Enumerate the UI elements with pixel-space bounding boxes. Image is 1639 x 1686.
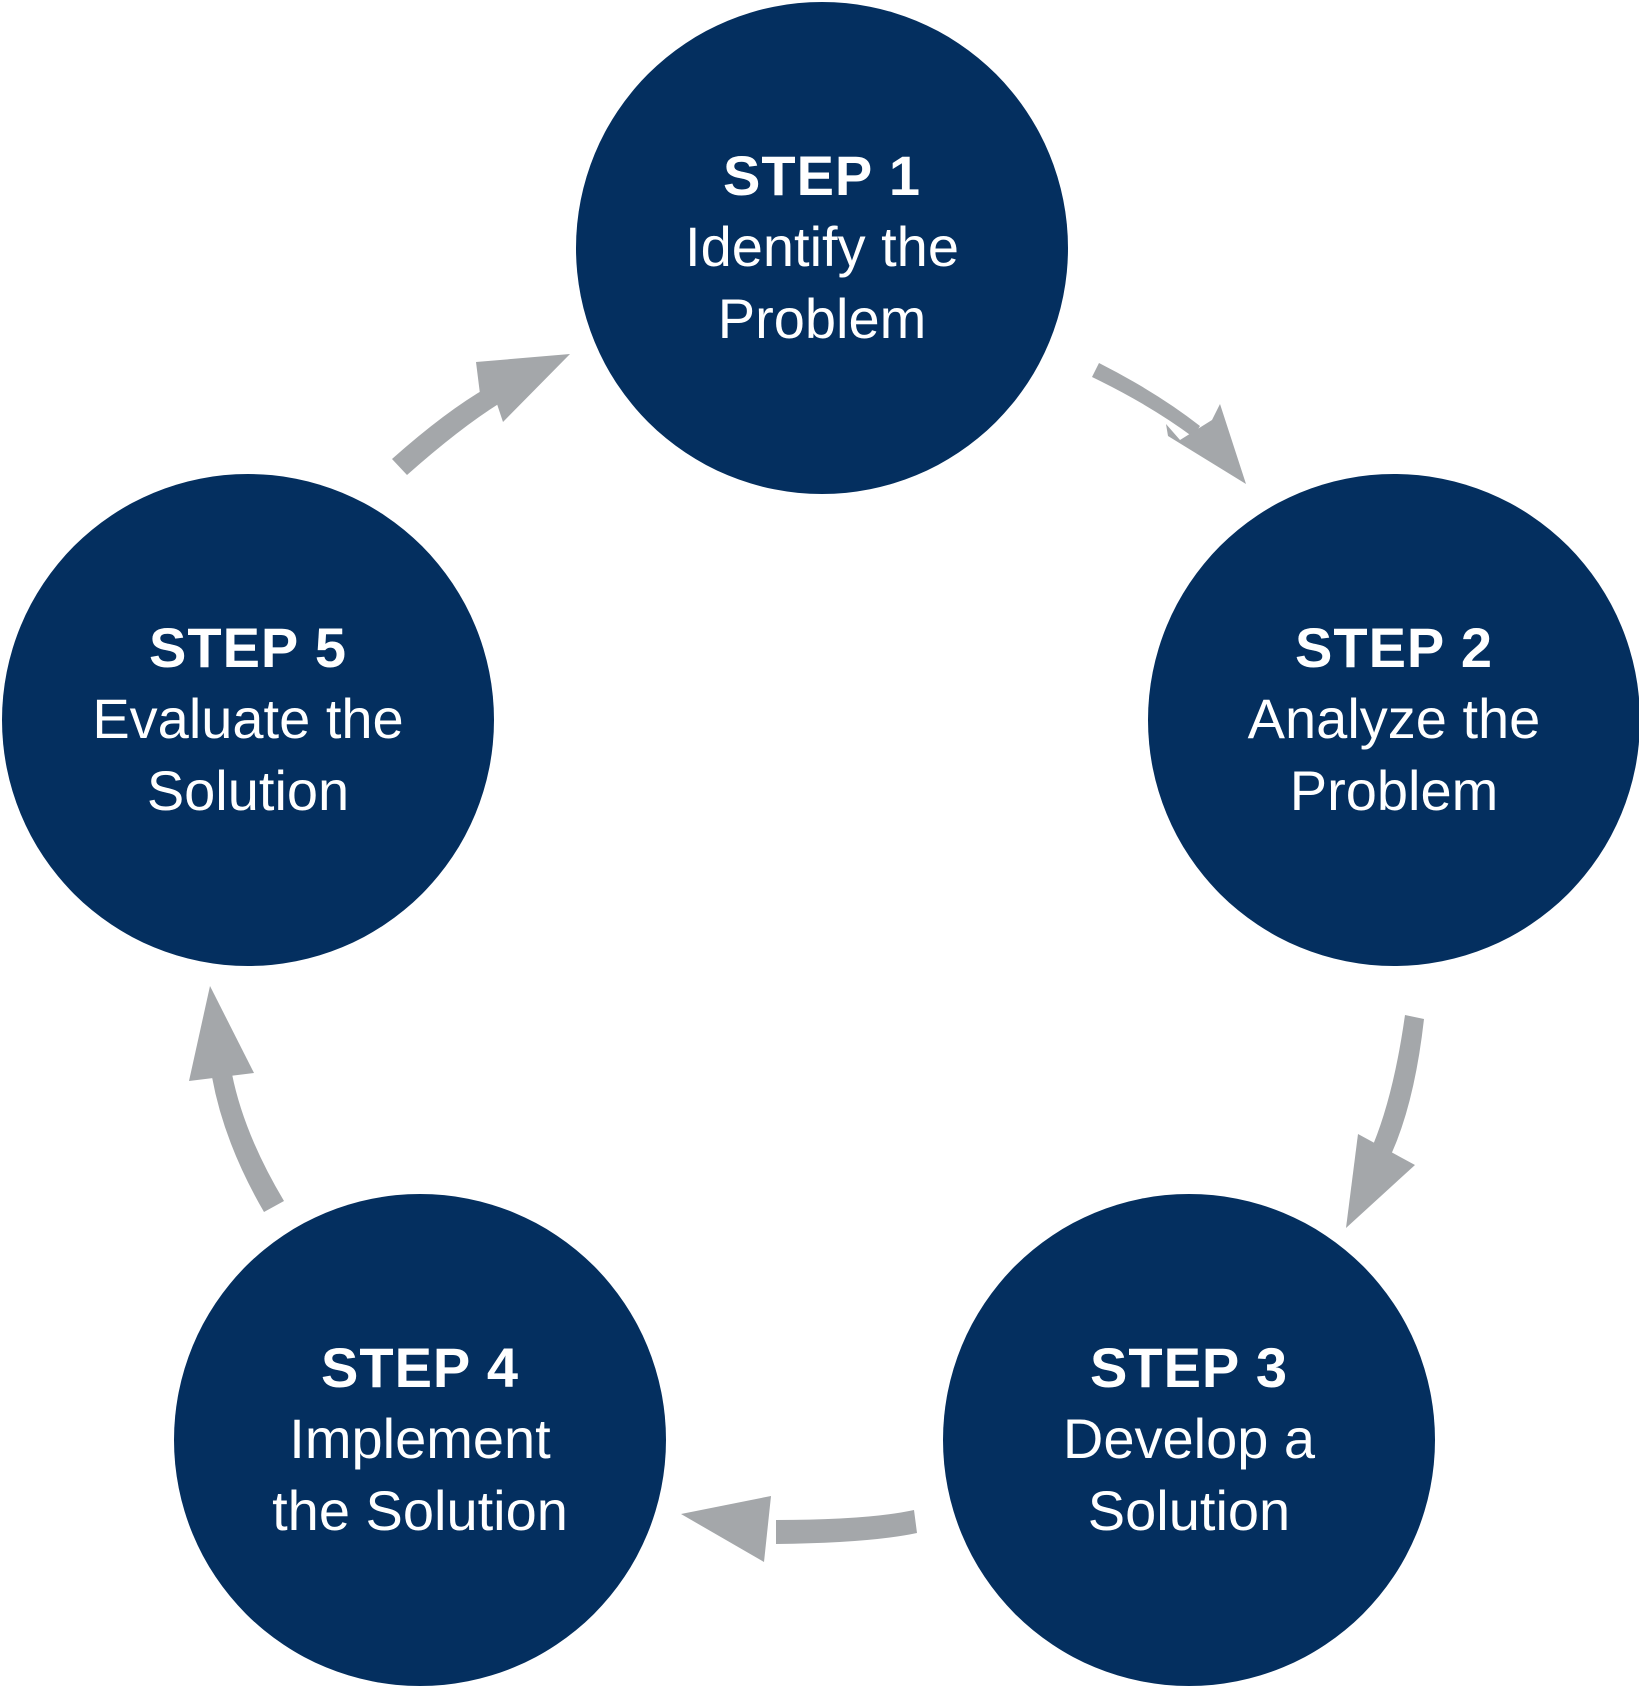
- arrow-step1-to-step2: [1092, 363, 1246, 484]
- arrow-step4-to-step5: [189, 986, 284, 1212]
- arrow-step5-to-step1: [392, 354, 570, 475]
- step-1-number: STEP 1: [723, 144, 921, 207]
- step-4-description: Implement the Solution: [272, 1407, 568, 1542]
- step-4-circle: STEP 4 Implement the Solution: [174, 1194, 666, 1686]
- step-1-description: Identify the Problem: [685, 215, 959, 350]
- arrow-step2-to-step3: [1346, 1015, 1424, 1228]
- step-5-circle: STEP 5 Evaluate the Solution: [2, 474, 494, 966]
- step-3-number: STEP 3: [1090, 1336, 1288, 1399]
- step-3-circle: STEP 3 Develop a Solution: [943, 1194, 1435, 1686]
- arrow-step3-to-step4: [681, 1496, 917, 1562]
- step-4-number: STEP 4: [321, 1336, 519, 1399]
- step-1-circle: STEP 1 Identify the Problem: [576, 2, 1068, 494]
- step-5-description: Evaluate the Solution: [92, 687, 404, 822]
- step-5-number: STEP 5: [149, 616, 347, 679]
- step-3-description: Develop a Solution: [1062, 1407, 1316, 1542]
- step-2-description: Analyze the Problem: [1247, 687, 1541, 822]
- step-2-circle: STEP 2 Analyze the Problem: [1148, 474, 1639, 966]
- step-2-number: STEP 2: [1295, 616, 1493, 679]
